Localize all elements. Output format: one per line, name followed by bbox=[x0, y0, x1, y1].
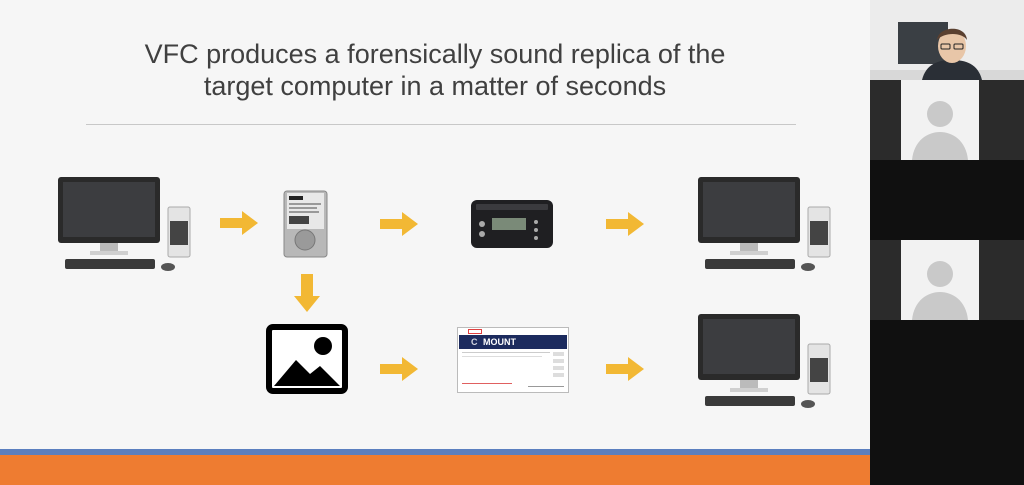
slide-title-line-2: target computer in a matter of seconds bbox=[203, 71, 667, 101]
forensic-imager-device-icon bbox=[471, 200, 553, 248]
window-title-marker bbox=[468, 329, 482, 334]
participant-video-feed bbox=[870, 0, 1024, 80]
mount-software-screenshot: C MOUNT bbox=[457, 327, 569, 393]
hard-drive-icon bbox=[283, 190, 328, 258]
slide-title: VFC produces a forensically sound replic… bbox=[40, 38, 830, 102]
banner-prefix: C bbox=[471, 337, 478, 347]
disk-image-icon bbox=[266, 324, 348, 394]
title-divider bbox=[86, 124, 796, 125]
arrow-right-icon bbox=[380, 357, 418, 381]
participant-empty-tile bbox=[870, 320, 1024, 485]
replica-computer-icon bbox=[698, 177, 831, 271]
source-computer-icon bbox=[58, 177, 191, 271]
booted-replica-computer-icon bbox=[698, 314, 831, 408]
participant-video-tile[interactable] bbox=[870, 0, 1024, 80]
arrow-right-icon bbox=[606, 357, 644, 381]
footer-band-orange bbox=[0, 455, 870, 485]
presentation-slide: VFC produces a forensically sound replic… bbox=[0, 0, 870, 485]
participant-tile[interactable] bbox=[870, 80, 1024, 160]
mount-banner: C MOUNT bbox=[459, 335, 567, 349]
participant-tile[interactable] bbox=[870, 240, 1024, 320]
participant-avatar-icon bbox=[870, 80, 1024, 160]
banner-text: MOUNT bbox=[483, 337, 517, 347]
footer-band-blue bbox=[0, 449, 870, 455]
slide-title-line-1: VFC produces a forensically sound replic… bbox=[144, 39, 726, 69]
arrow-right-icon bbox=[380, 212, 418, 236]
arrow-right-icon bbox=[606, 212, 644, 236]
arrow-down-icon bbox=[294, 274, 320, 312]
participant-empty-tile bbox=[870, 160, 1024, 240]
participant-avatar-icon bbox=[870, 240, 1024, 320]
arrow-right-icon bbox=[220, 211, 258, 235]
